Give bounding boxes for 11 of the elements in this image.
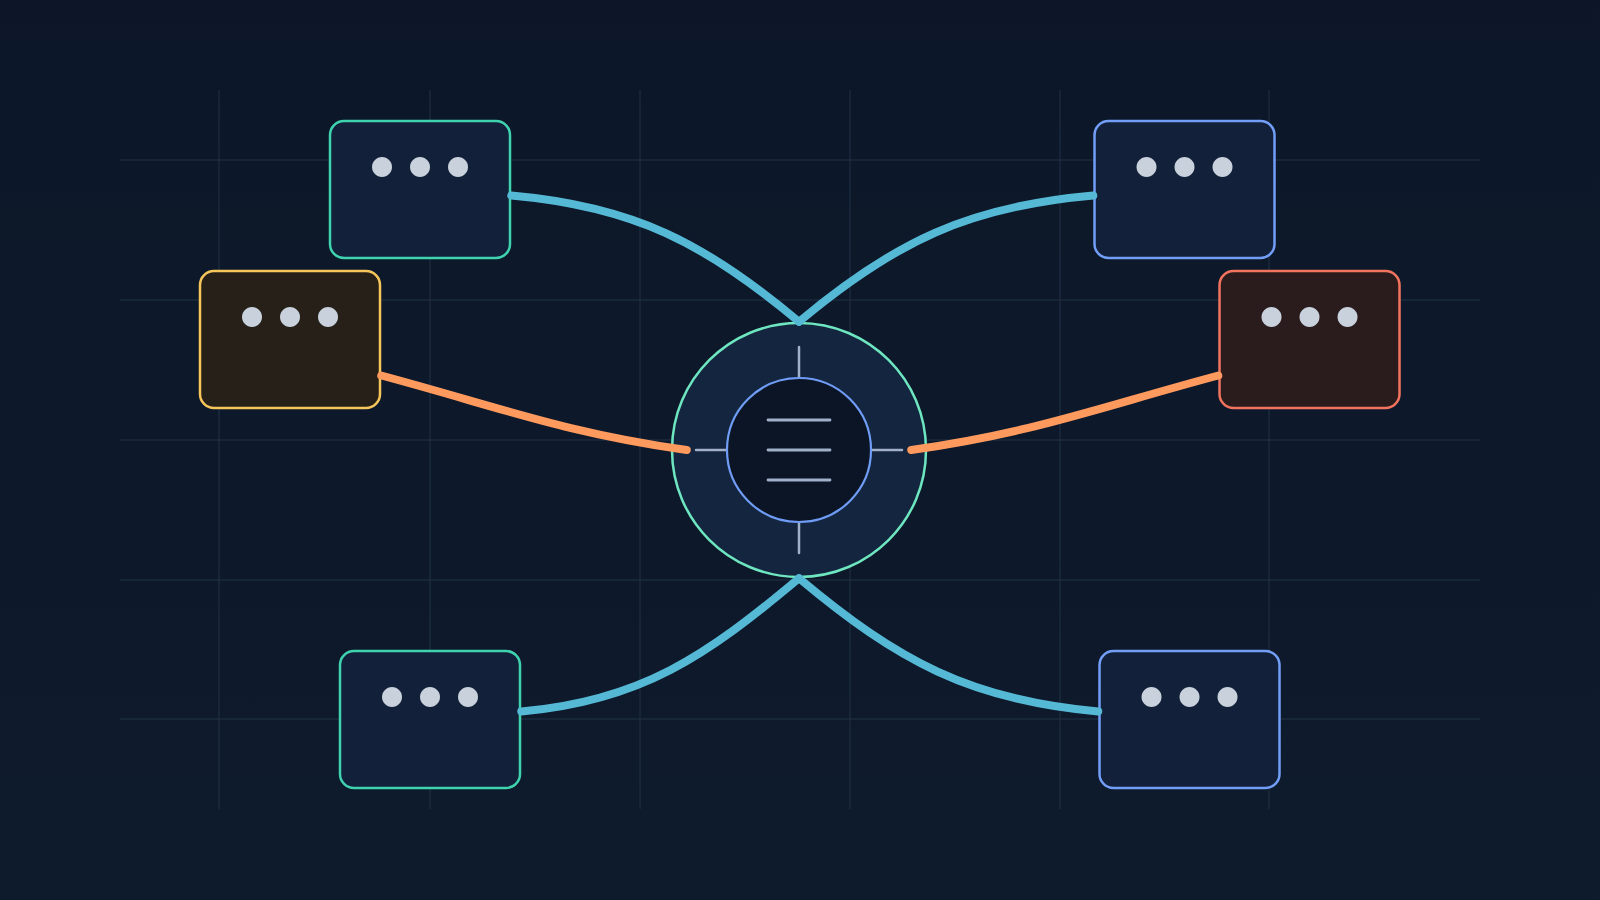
connector [507, 191, 803, 326]
connector [795, 574, 1103, 716]
connector [377, 371, 691, 454]
connector [907, 371, 1223, 454]
card-box [1218, 269, 1401, 410]
card-box [198, 269, 382, 410]
card-box [1098, 649, 1281, 790]
card-box [338, 649, 522, 790]
card-box [1093, 119, 1276, 260]
card-box [328, 119, 512, 260]
connector [795, 191, 1098, 326]
